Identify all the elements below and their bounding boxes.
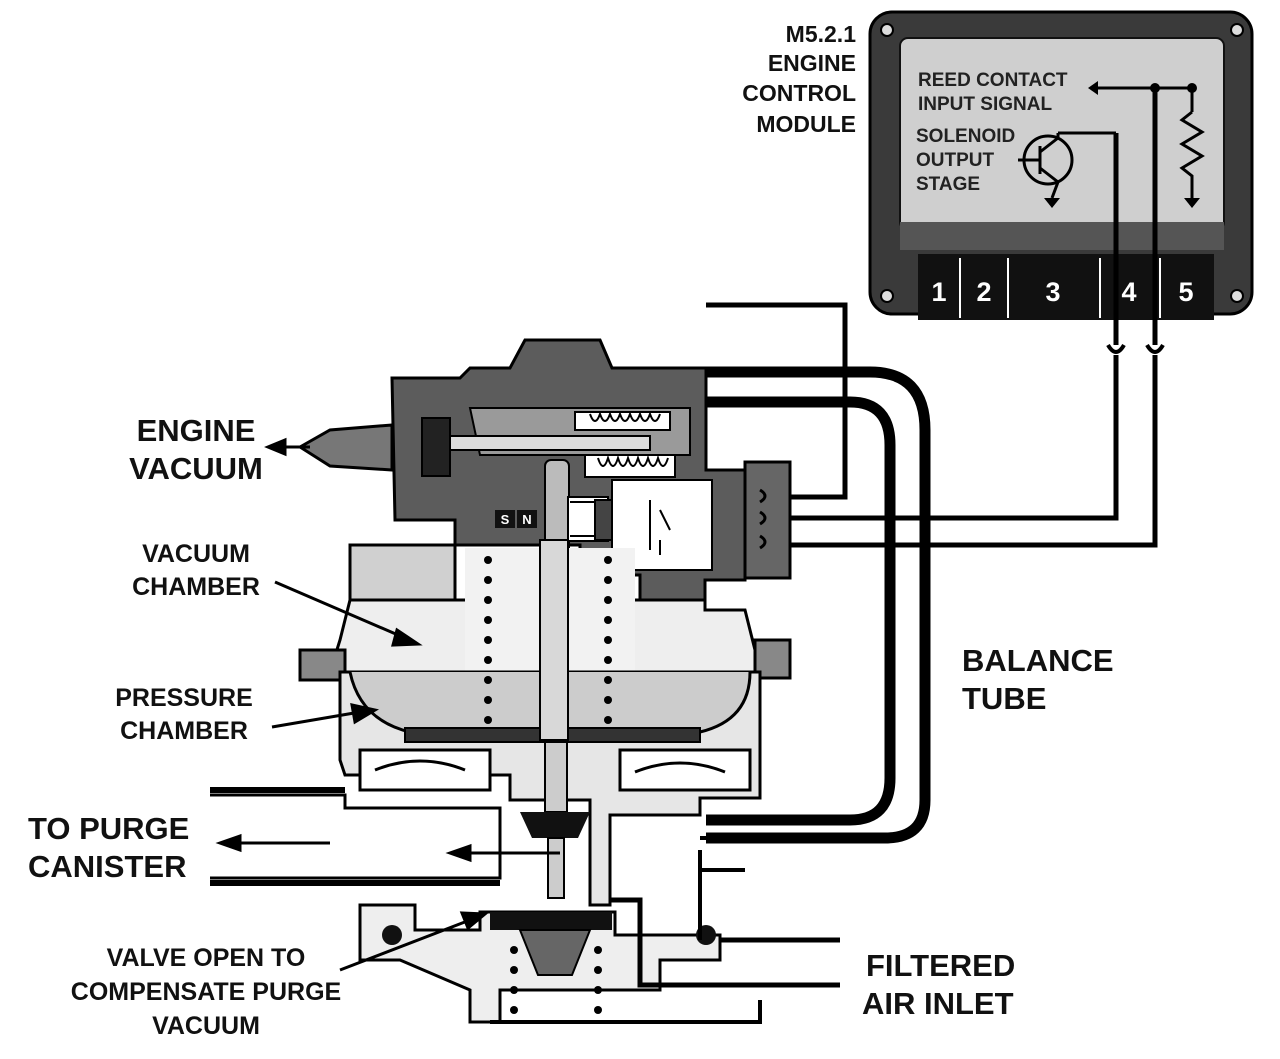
engine-control-module: 1 2 3 4 5 REED CONTACT INPUT SIGNAL SOLE…	[868, 10, 1254, 320]
diaphragm-spring	[484, 556, 612, 724]
to-purge-canister-label: TO PURGE	[28, 811, 189, 846]
magnet-s-label: S	[501, 512, 510, 527]
pressure-chamber-label: CHAMBER	[120, 717, 248, 745]
screw-icon	[1230, 289, 1244, 303]
reed-contact-label: REED CONTACT	[918, 70, 1068, 91]
ecm-title: MODULE	[756, 111, 856, 137]
valve-connector	[743, 460, 792, 580]
magnet-south	[495, 510, 515, 528]
pin-label: 3	[1045, 277, 1060, 307]
pin-label: 1	[931, 277, 946, 307]
magnet-n-label: N	[522, 512, 531, 527]
purge-valve-body: S N	[210, 338, 840, 1024]
filtered-air-inlet-label: FILTERED	[866, 948, 1015, 983]
magnet-north	[517, 510, 537, 528]
valve-open-label: COMPENSATE PURGE	[71, 978, 341, 1006]
reed-contact-label: INPUT SIGNAL	[918, 94, 1052, 115]
flow-arrows	[215, 437, 560, 863]
solenoid-label: OUTPUT	[916, 150, 995, 171]
solenoid-label: STAGE	[916, 174, 980, 195]
pressure-chamber-label: PRESSURE	[115, 684, 253, 712]
balance-tube-label: TUBE	[962, 681, 1046, 716]
filtered-air-inlet-label: AIR INLET	[862, 986, 1014, 1021]
ground-icon	[1044, 198, 1060, 208]
ground-icon	[1184, 198, 1200, 208]
screw-icon	[880, 289, 894, 303]
ecm-title: ENGINE	[768, 50, 856, 76]
engine-vacuum-label: VACUUM	[129, 451, 263, 486]
engine-vacuum-label: ENGINE	[137, 413, 256, 448]
valve-seat	[520, 812, 590, 838]
leader-lines	[271, 580, 489, 972]
vacuum-chamber-label: CHAMBER	[132, 573, 260, 601]
pin-label: 4	[1121, 277, 1136, 307]
vacuum-chamber-label: VACUUM	[142, 540, 250, 568]
ecm-connector	[918, 254, 1214, 320]
resistor-icon	[1179, 110, 1205, 198]
valve-open-label: VALVE OPEN TO	[107, 944, 306, 972]
balance-tube	[706, 366, 931, 844]
pin-label: 5	[1178, 277, 1193, 307]
to-purge-canister-label: CANISTER	[28, 849, 186, 884]
balance-tube-label: BALANCE	[962, 643, 1114, 678]
ecm-title: CONTROL	[742, 80, 856, 106]
compensating-valve	[518, 929, 592, 976]
valve-spring	[510, 946, 602, 1014]
ecm-title: M5.2.1	[786, 21, 857, 47]
screw-icon	[880, 23, 894, 37]
valve-open-label: VACUUM	[152, 1012, 260, 1040]
vacuum-port	[297, 423, 394, 472]
check-valve	[358, 748, 492, 792]
screw-icon	[1230, 23, 1244, 37]
pin-label: 2	[976, 277, 991, 307]
solenoid-label: SOLENOID	[916, 126, 1015, 147]
